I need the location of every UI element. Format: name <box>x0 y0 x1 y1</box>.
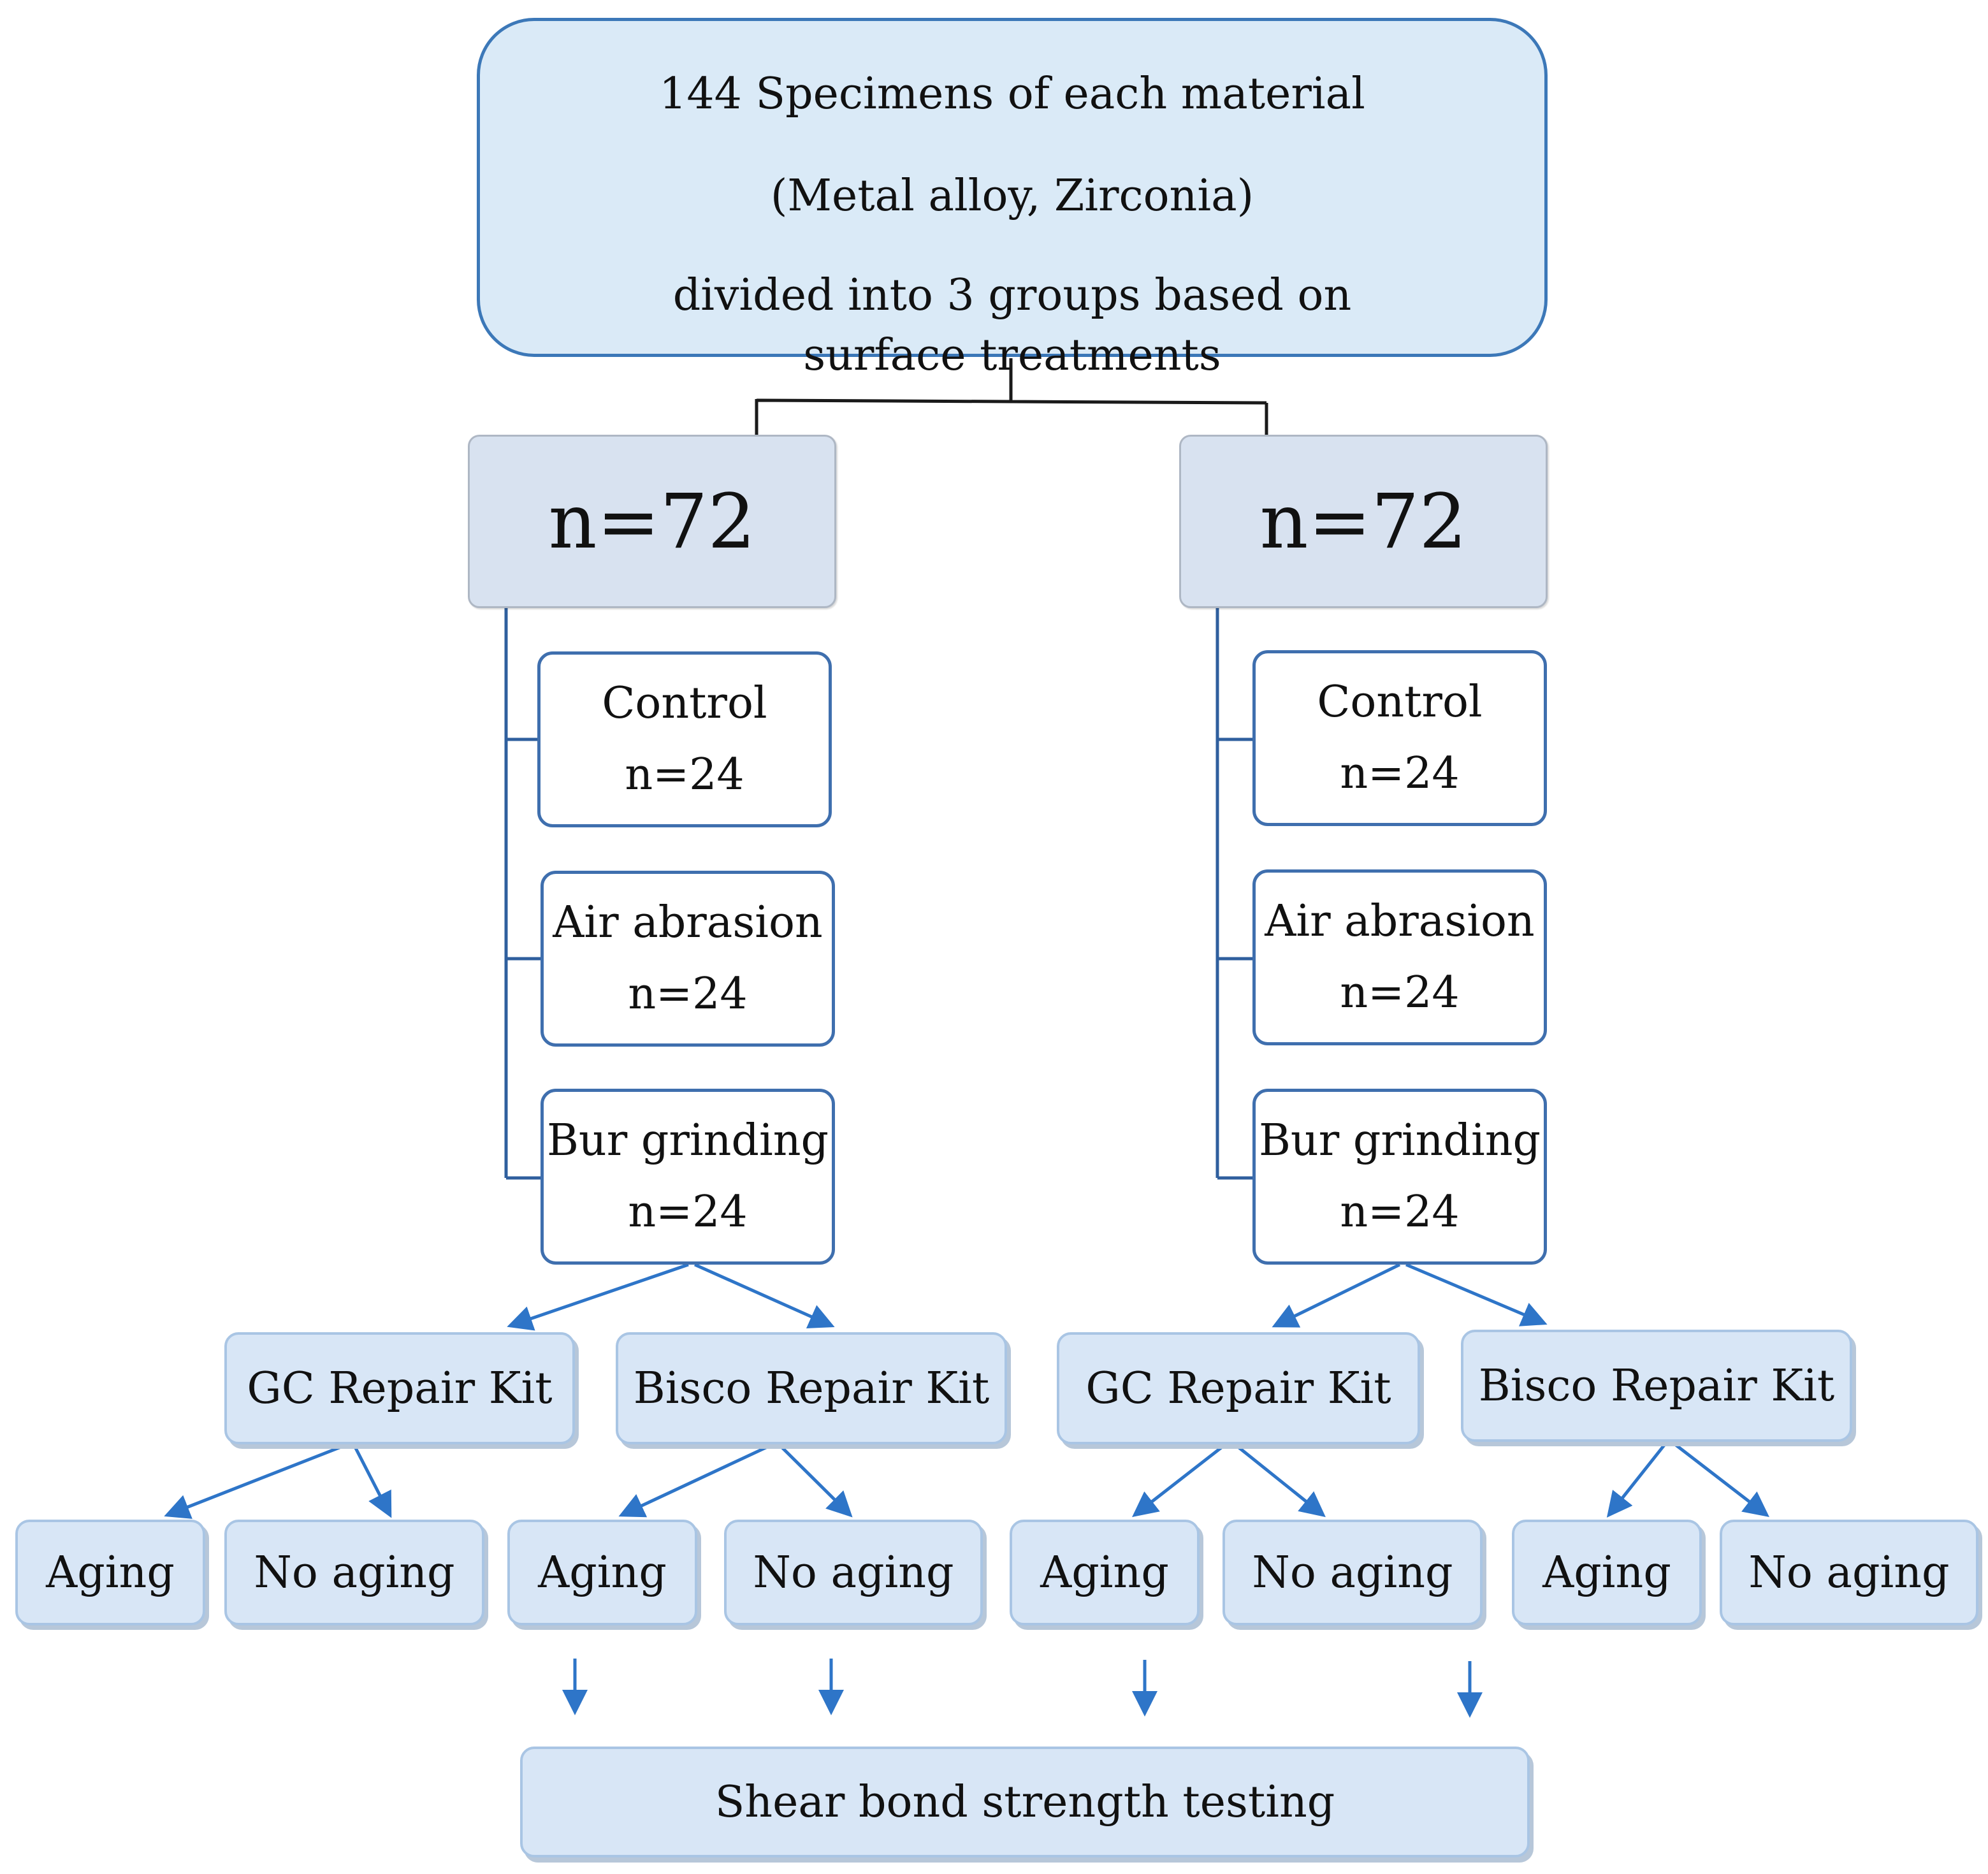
arrow-bisco2-noaging <box>1674 1443 1769 1518</box>
arrow-right-to-bisco <box>1405 1263 1548 1326</box>
root-node: 144 Specimens of each material (Metal al… <box>477 18 1548 381</box>
arrow-left-to-gc <box>507 1263 689 1331</box>
arrow-gc1-noaging <box>352 1444 392 1518</box>
arrow-bisco1-noaging <box>779 1444 853 1518</box>
arrow-bisco1-aging <box>618 1444 771 1518</box>
left-group-bracket <box>504 608 542 1180</box>
no-aging-gc-left: No aging <box>224 1520 484 1625</box>
treatment-bur-grinding-left: Bur grinding n=24 <box>541 1089 835 1265</box>
treatment-name: Bur grinding <box>546 1115 829 1166</box>
treatment-control-left: Control n=24 <box>537 651 832 827</box>
final-node-shear-bond-testing: Shear bond strength testing <box>520 1747 1530 1857</box>
no-aging-bisco-right: No aging <box>1720 1520 1978 1625</box>
treatment-name: Air abrasion <box>1265 896 1535 947</box>
treatment-name: Air abrasion <box>553 897 823 948</box>
treatment-count: n=24 <box>1340 748 1460 799</box>
aging-gc-left: Aging <box>15 1520 205 1625</box>
arrow-gc2-aging <box>1132 1444 1225 1518</box>
aging-bisco-right: Aging <box>1512 1520 1702 1625</box>
treatment-air-abrasion-right: Air abrasion n=24 <box>1252 869 1547 1045</box>
treatment-air-abrasion-left: Air abrasion n=24 <box>541 871 835 1047</box>
root-split-connector <box>755 358 1268 435</box>
treatment-count: n=24 <box>625 750 744 800</box>
treatment-count: n=24 <box>628 1187 748 1237</box>
treatment-name: Bur grinding <box>1258 1115 1541 1166</box>
arrow-gc2-noaging <box>1235 1444 1326 1518</box>
aging-bisco-left: Aging <box>507 1520 697 1625</box>
right-group-bracket <box>1215 608 1254 1180</box>
treatment-count: n=24 <box>628 969 748 1019</box>
aging-gc-right: Aging <box>1010 1520 1200 1625</box>
kit-bisco-right: Bisco Repair Kit <box>1461 1330 1852 1442</box>
arrow-gc1-aging <box>164 1444 345 1519</box>
root-line-division: divided into 3 groups based on surface t… <box>672 270 1352 381</box>
arrow-right-to-gc <box>1272 1263 1401 1328</box>
treatment-name: Control <box>1317 677 1483 727</box>
group-node-right: n=72 <box>1179 435 1548 608</box>
arrow-left-to-bisco <box>693 1263 835 1328</box>
no-aging-gc-right: No aging <box>1223 1520 1483 1625</box>
treatment-control-right: Control n=24 <box>1252 650 1547 826</box>
treatment-count: n=24 <box>1340 968 1460 1018</box>
root-line-specimens: 144 Specimens of each material <box>659 69 1365 119</box>
treatment-bur-grinding-right: Bur grinding n=24 <box>1252 1089 1547 1265</box>
kit-gc-left: GC Repair Kit <box>224 1332 575 1444</box>
no-aging-bisco-left: No aging <box>724 1520 983 1625</box>
arrow-bisco2-aging <box>1606 1443 1666 1518</box>
treatment-count: n=24 <box>1340 1187 1460 1237</box>
group-node-left: n=72 <box>468 435 836 608</box>
treatment-name: Control <box>602 678 767 729</box>
kit-bisco-left: Bisco Repair Kit <box>616 1332 1007 1444</box>
kit-gc-right: GC Repair Kit <box>1057 1332 1420 1444</box>
root-line-materials: (Metal alloy, Zirconia) <box>770 171 1254 221</box>
